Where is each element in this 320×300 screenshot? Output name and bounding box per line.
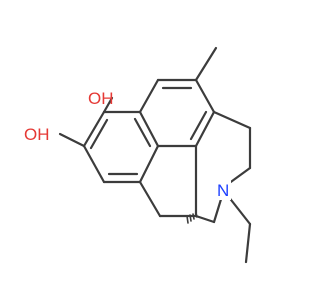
stereo-hash-wedge (186, 212, 198, 224)
ring-c-bonds (138, 46, 218, 148)
n-ethyl-bonds (226, 194, 252, 264)
atom-label-oh-left: OH (24, 125, 50, 144)
hydroxyl-label-left: OH (24, 125, 50, 144)
molecule-structure: OH OH N (24, 46, 252, 264)
ring-d-bonds (194, 110, 252, 224)
nitrogen-label: N (217, 181, 229, 200)
ring-a-bonds (82, 110, 160, 184)
ring-b-bonds (138, 144, 198, 218)
atom-label-n: N (215, 178, 231, 200)
hydroxyl-label-top: OH (88, 89, 114, 108)
atom-label-oh-top: OH (88, 89, 114, 108)
hydroxyl-bonds (58, 96, 114, 148)
